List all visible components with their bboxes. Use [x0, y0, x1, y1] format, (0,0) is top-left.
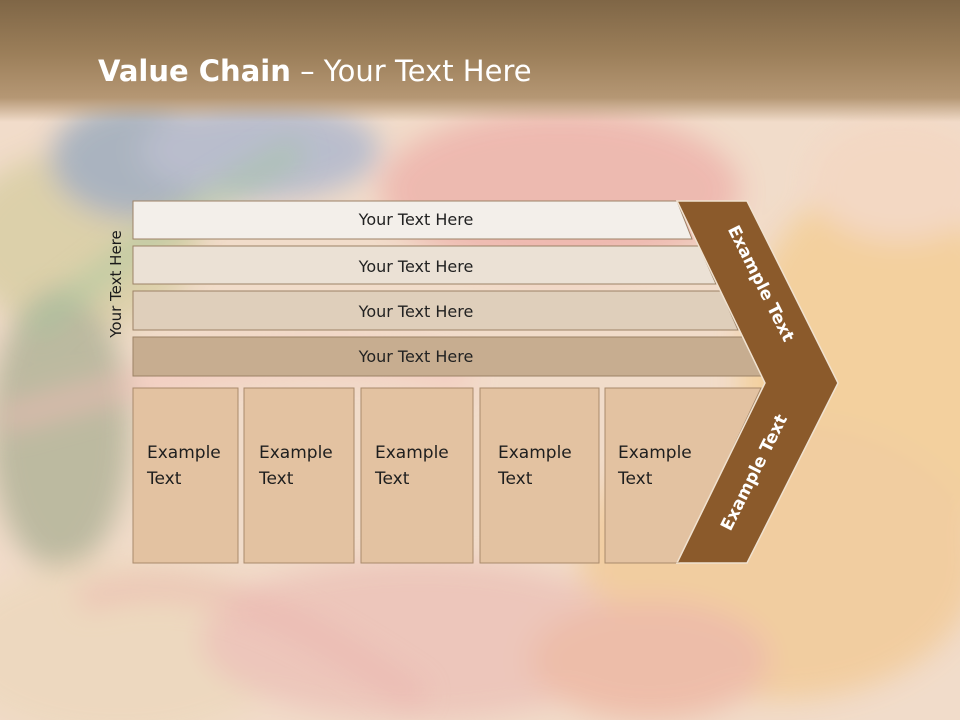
title-bar — [0, 0, 960, 122]
row-2-label: Your Text Here — [358, 257, 474, 276]
reflection-box-4-line2: Text — [497, 637, 533, 657]
row-4-label: Your Text Here — [358, 347, 474, 366]
box-5-line1: Example — [618, 443, 692, 463]
box-5-line2: Text — [617, 469, 653, 489]
reflection-box-4-line1: Example — [498, 663, 572, 683]
svg-text:ExampleText: Example Text — [497, 637, 572, 683]
box-2-line1: Example — [259, 443, 333, 463]
box-3-line1: Example — [375, 443, 449, 463]
reflection-box-5-line1: Example — [618, 663, 692, 683]
reflection-box-1-line2: Text — [146, 637, 182, 657]
box-4-line1: Example — [498, 443, 572, 463]
side-label: Your Text Here — [107, 230, 125, 338]
title-rest: – Your Text Here — [290, 54, 532, 88]
svg-text:ExampleText: Example Text — [374, 637, 449, 683]
svg-text:ExampleText: Example Text — [146, 637, 221, 683]
reflection-box-3-line2: Text — [374, 637, 410, 657]
box-4-line2: Text — [497, 469, 533, 489]
reflection-box-3-line1: Example — [375, 663, 449, 683]
reflection-box-1-line1: Example — [147, 663, 221, 683]
svg-text:ExampleText: Example Text — [617, 637, 692, 683]
svg-text:ExampleText: ExampleText — [497, 443, 572, 489]
row-1: Your Text Here — [132, 200, 693, 240]
svg-text:ExampleText: ExampleText — [374, 443, 449, 489]
svg-text:ExampleText: ExampleText — [146, 443, 221, 489]
row-3: Your Text Here — [132, 290, 739, 331]
reflection-box-5-line2: Text — [617, 637, 653, 657]
box-1-line1: Example — [147, 443, 221, 463]
row-4: Your Text Here — [132, 336, 764, 377]
svg-text:ExampleText: ExampleText — [617, 443, 692, 489]
row-1-label: Your Text Here — [358, 210, 474, 229]
row-2: Your Text Here — [132, 245, 717, 285]
svg-text:ExampleText: Example Text — [258, 637, 333, 683]
svg-text:ExampleText: ExampleText — [258, 443, 333, 489]
row-3-label: Your Text Here — [358, 302, 474, 321]
slide-title: Value Chain – Your Text Here — [98, 54, 532, 88]
title-bold: Value Chain — [98, 54, 291, 88]
box-3-line2: Text — [374, 469, 410, 489]
reflection-box-2-line1: Example — [259, 663, 333, 683]
box-2-line2: Text — [258, 469, 294, 489]
diagram-reflection: Example Text Example Text Example Text Exam… — [132, 562, 827, 720]
reflection-box-2-line2: Text — [258, 637, 294, 657]
box-1-line2: Text — [146, 469, 182, 489]
